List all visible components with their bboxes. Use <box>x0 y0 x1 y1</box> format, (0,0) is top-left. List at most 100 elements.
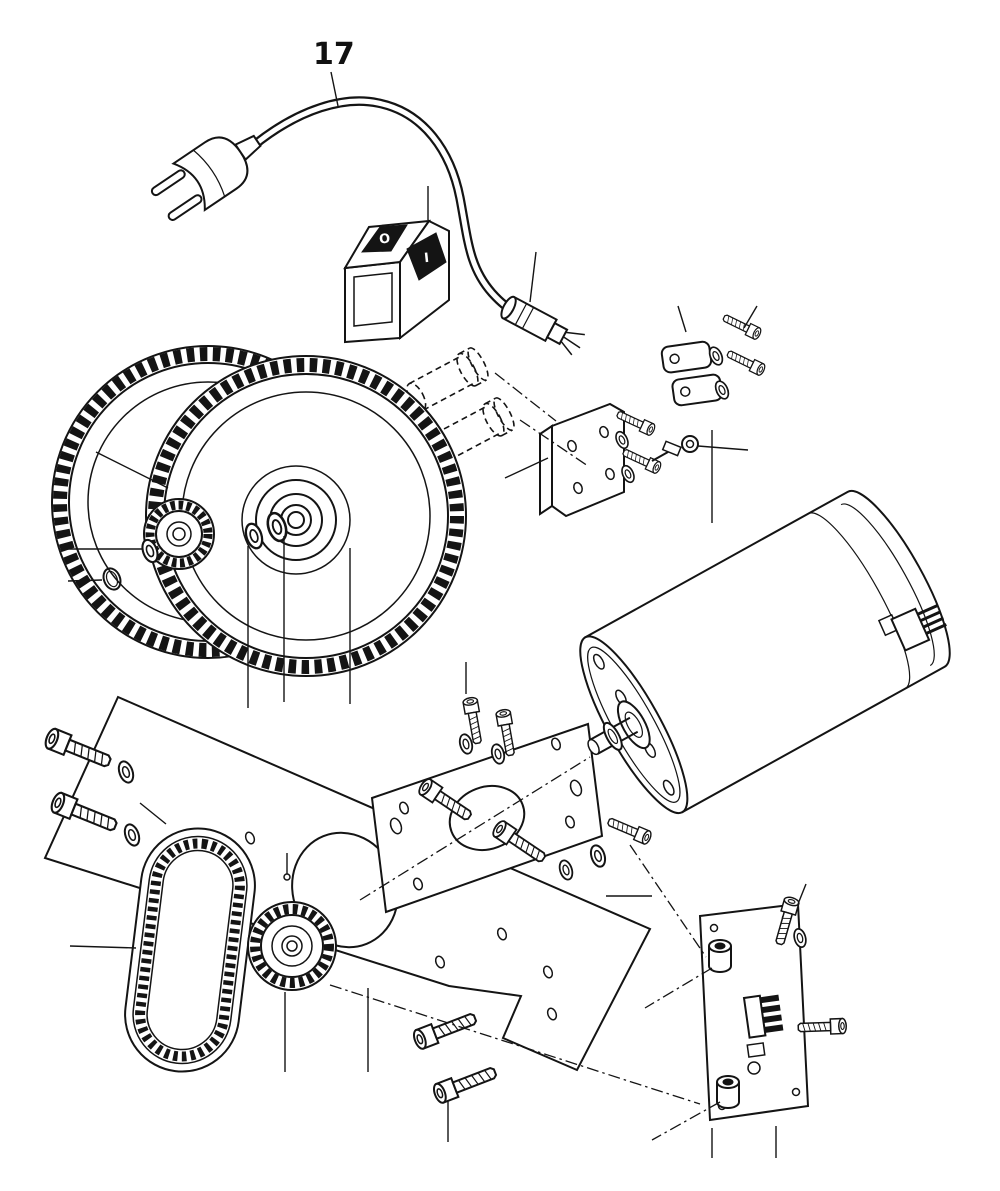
motor-body-seam <box>808 512 911 690</box>
leader-line <box>677 305 687 333</box>
washer <box>556 857 576 883</box>
ring-terminal-wire <box>651 451 669 462</box>
power-plug <box>150 134 262 221</box>
callout-17: 17 <box>313 37 355 72</box>
leader-line <box>330 71 339 107</box>
plug-pin <box>150 169 186 197</box>
gear-train <box>51 345 467 677</box>
leader-line <box>797 883 807 905</box>
pcb-component <box>747 1061 761 1075</box>
bracket-hole <box>573 481 583 495</box>
bracket-hole <box>599 425 609 439</box>
base-plate-hole <box>546 1007 558 1021</box>
center-lines <box>329 372 721 1141</box>
ring-terminal <box>651 435 699 462</box>
centerline <box>329 984 701 1105</box>
motor-terminals <box>877 603 947 652</box>
centerline <box>651 1101 721 1141</box>
base-plate-hole <box>244 831 256 845</box>
washer <box>587 842 609 870</box>
bracket-flange <box>539 424 553 516</box>
mount-plate-slot <box>569 779 583 797</box>
terminal-hole <box>669 353 680 365</box>
leader-line <box>67 579 103 582</box>
terminal-block <box>660 340 713 374</box>
power-cord-core <box>250 98 517 314</box>
mount-plate-large-hole <box>448 785 526 851</box>
centerline <box>494 372 557 422</box>
plug-body-seam <box>192 149 226 197</box>
socket-head-screw <box>430 1061 500 1106</box>
pcb-hole <box>709 923 719 933</box>
cord-end-ferrule <box>500 295 585 356</box>
gear-hub <box>241 465 351 575</box>
mount-plate-hole <box>550 737 562 751</box>
terminal-screw <box>720 311 764 342</box>
plug-body <box>171 136 249 212</box>
bracket-face <box>551 402 625 518</box>
leader-line <box>139 802 167 825</box>
motor-cap-seam <box>840 503 935 667</box>
leader-lines <box>66 71 807 1158</box>
ring-terminal-eye <box>681 435 699 453</box>
motor-mount-plate <box>370 695 654 914</box>
mount-plate-outline <box>370 722 604 914</box>
leader-line <box>529 251 537 303</box>
leader-line <box>504 457 549 479</box>
base-plate-outline <box>43 695 652 1072</box>
base-plate-hole <box>496 927 508 941</box>
plug-boot <box>234 134 262 162</box>
switch-off-marking: O <box>379 232 391 248</box>
ring-terminal-eye-hole <box>685 439 695 449</box>
power-cord-assembly <box>150 96 585 356</box>
mount-plate-hole <box>398 801 410 815</box>
belt-teeth <box>135 838 245 1062</box>
centerline <box>519 419 589 467</box>
mount-plate-hole <box>564 815 576 829</box>
gear-bore <box>287 511 305 529</box>
plug-pin <box>167 194 203 221</box>
motor-face-hole <box>592 653 605 670</box>
belt-pulley <box>247 901 337 991</box>
motor-face-hole <box>662 779 675 796</box>
terminal-hole <box>680 386 691 397</box>
pcb-standoff <box>708 939 732 973</box>
pinion-gear <box>143 498 215 570</box>
ring-terminal-crimp <box>661 440 682 457</box>
terminal-screw <box>724 347 768 378</box>
socket-head-screw <box>605 814 654 846</box>
switch-off-rocker <box>360 224 408 253</box>
motor <box>579 489 951 815</box>
pcb-connector <box>742 994 784 1039</box>
base-plate-hole <box>434 955 446 969</box>
retaining-ring <box>102 567 122 591</box>
bracket-hole <box>605 467 615 481</box>
terminal-spades <box>917 603 947 635</box>
pulley-bore <box>286 940 298 952</box>
ferrule-wires <box>560 331 585 356</box>
power-switch: O I <box>343 219 450 344</box>
mount-plate-slot <box>389 817 403 835</box>
leader-line <box>95 451 169 489</box>
timing-belt <box>124 827 256 1073</box>
centerline <box>644 967 713 1009</box>
switch-front-window <box>353 272 393 327</box>
centerline <box>359 756 591 901</box>
terminal-block <box>671 373 723 407</box>
motor-body <box>583 489 951 814</box>
leader-line <box>743 305 758 329</box>
mounting-bracket <box>539 402 663 518</box>
motor-shaft-end <box>587 738 600 756</box>
mount-plate-hole <box>412 877 424 891</box>
pcb-component <box>746 1042 766 1058</box>
front-gear <box>145 355 467 677</box>
circuit-board-assembly <box>698 895 848 1122</box>
leader-line <box>697 445 749 451</box>
bracket-hole <box>567 439 577 453</box>
leader-line <box>69 945 137 949</box>
switch-on-rocker <box>406 232 447 281</box>
base-plate-hole <box>542 965 554 979</box>
terminal-block-assembly <box>660 311 768 407</box>
